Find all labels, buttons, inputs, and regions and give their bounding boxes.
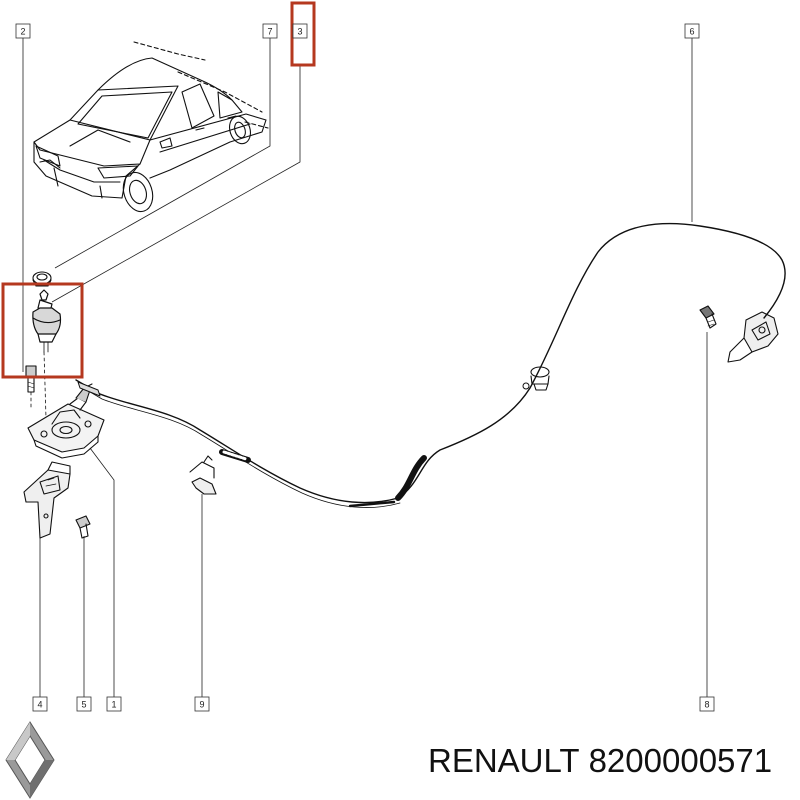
svg-text:3: 3 — [297, 27, 302, 37]
part-8-screw — [699, 305, 717, 329]
cable-inner — [75, 222, 786, 504]
callout-8: 8 — [699, 696, 715, 712]
callout-labels: 2 7 3 6 4 5 1 9 — [15, 23, 715, 712]
callout-9: 9 — [194, 696, 210, 712]
part-9-cable-clip — [189, 455, 217, 495]
part-4-bracket — [23, 461, 71, 539]
part-2-bolt — [25, 365, 37, 409]
highlight-part-3 — [1, 282, 84, 379]
callout-7: 7 — [262, 23, 278, 39]
leader-lines — [22, 38, 708, 698]
svg-text:7: 7 — [267, 27, 272, 37]
callout-4: 4 — [32, 696, 48, 712]
callout-3: 3 — [292, 23, 308, 39]
callout-2: 2 — [15, 23, 31, 39]
cable-sleeve-2 — [395, 455, 427, 501]
part-3-latch-pin — [32, 289, 62, 353]
svg-text:2: 2 — [20, 27, 25, 37]
leader-3 — [51, 64, 301, 303]
svg-text:1: 1 — [111, 700, 116, 710]
part-6-release-cable — [75, 222, 786, 508]
svg-text:6: 6 — [689, 27, 694, 37]
leader-7 — [54, 38, 271, 269]
highlight-frames — [1, 1, 316, 379]
part-5-bolt — [75, 515, 91, 539]
part-number: 8200000571 — [588, 742, 773, 779]
svg-text:5: 5 — [81, 700, 86, 710]
svg-text:9: 9 — [199, 700, 204, 710]
parts — [23, 271, 779, 539]
car-overview-sketch — [33, 41, 269, 213]
renault-logo — [5, 721, 55, 799]
leader-1 — [89, 447, 115, 698]
highlight-callout-3 — [290, 1, 316, 67]
svg-text:4: 4 — [37, 700, 42, 710]
callout-5: 5 — [76, 696, 92, 712]
cable-grommet — [530, 366, 550, 391]
release-handle — [727, 311, 779, 363]
brand-name: RENAULT — [428, 742, 580, 779]
part-1-hood-lock — [27, 383, 105, 459]
callout-6: 6 — [684, 23, 700, 39]
callout-1: 1 — [106, 696, 122, 712]
svg-text:8: 8 — [704, 700, 709, 710]
